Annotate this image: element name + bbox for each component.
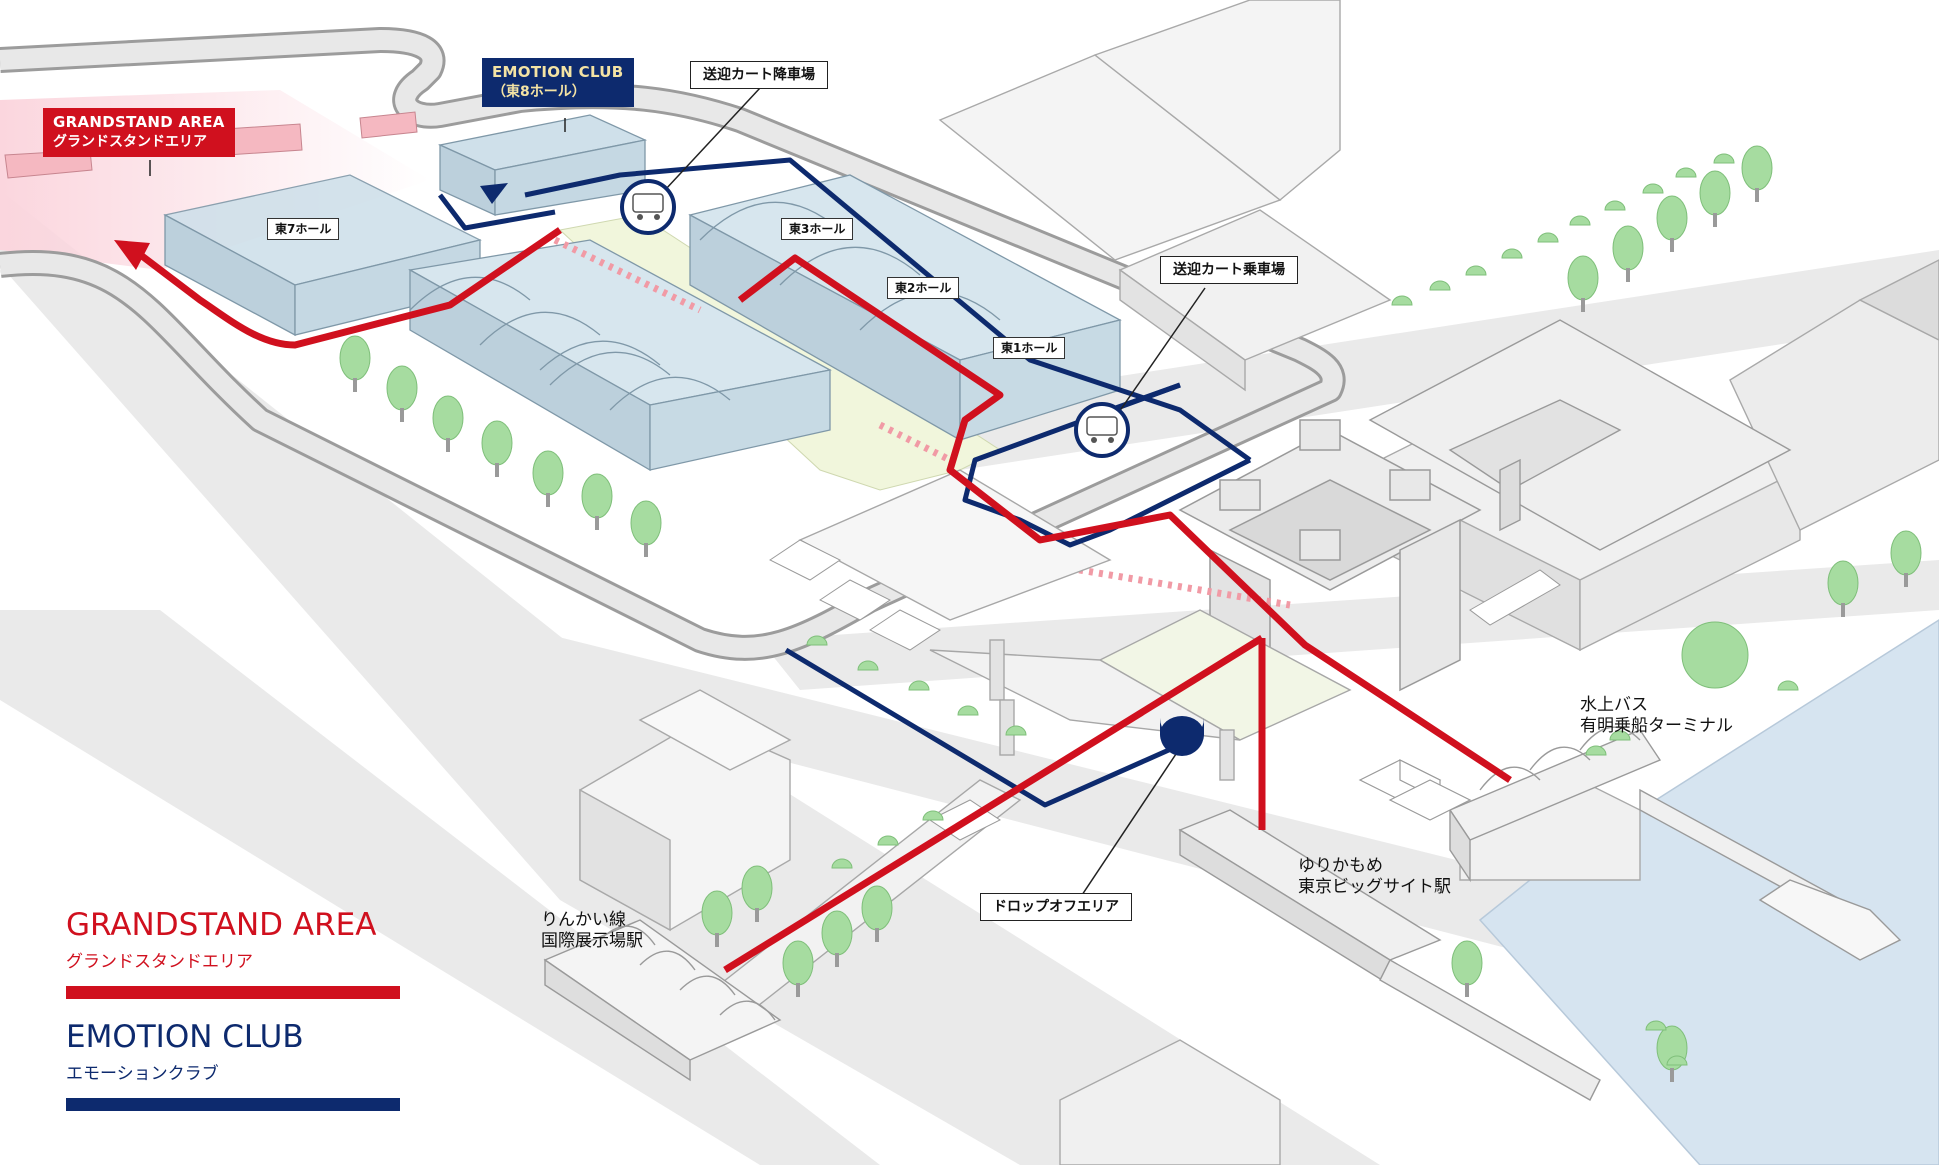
hall-east1-label: 東1ホール	[993, 337, 1066, 359]
yurikamome-station	[1178, 809, 1601, 1101]
walkway-dots	[553, 236, 1291, 609]
legend-emotion-bar	[66, 1098, 400, 1111]
golf-cart-icon	[620, 179, 676, 235]
grandstand-tag-en: GRANDSTAND AREA	[53, 113, 225, 131]
buses	[1358, 759, 1472, 821]
rinkai-label: りんかい線 国際展示場駅	[541, 910, 643, 952]
hall-east2-label: 東2ホール	[887, 277, 960, 299]
cart-pickup-label: 送迎カート乗車場	[1160, 256, 1298, 284]
water-bus-label: 水上バス 有明乗船ターミナル	[1580, 695, 1733, 737]
legend-grandstand-sub: グランドスタンドエリア	[66, 952, 253, 972]
hall-east7-label: 東7ホール	[267, 218, 340, 240]
hall-east3-label: 東3ホール	[781, 218, 854, 240]
legend-emotion-title: EMOTION CLUB	[66, 1019, 304, 1055]
emotion-tag: EMOTION CLUB （東8ホール）	[482, 58, 634, 107]
golf-cart-icon-pickup	[1074, 402, 1130, 458]
grandstand-route	[135, 227, 1512, 973]
emotion-arrowhead	[480, 183, 508, 204]
emotion-tag-en: EMOTION CLUB	[492, 63, 624, 81]
west-halls	[1368, 319, 1792, 551]
drop-off-label: ドロップオフエリア	[980, 893, 1132, 921]
grandstand-tag: GRANDSTAND AREA グランドスタンドエリア	[43, 108, 235, 157]
yurikamome-label: ゆりかもめ 東京ビッグサイト駅	[1298, 856, 1451, 898]
legend-emotion: EMOTION CLUB エモーションクラブ	[66, 1022, 400, 1111]
emotion-tag-ja: （東8ホール）	[492, 83, 586, 100]
race-circuit	[0, 27, 1346, 661]
bay-water	[1478, 619, 1939, 1165]
legend-emotion-sub: エモーションクラブ	[66, 1064, 219, 1084]
big-sight-building	[1178, 419, 1482, 702]
legend-grandstand-bar	[66, 986, 400, 999]
cart-drop-label: 送迎カート降車場	[690, 61, 828, 89]
water-bus-terminal	[1448, 726, 1902, 961]
callout-lines	[149, 87, 1206, 899]
grandstand-tag-ja: グランドスタンドエリア	[53, 133, 207, 150]
legend-grandstand-title: GRANDSTAND AREA	[66, 907, 377, 943]
rinkai-station	[543, 919, 782, 1082]
legend-grandstand: GRANDSTAND AREA グランドスタンドエリア	[66, 910, 400, 999]
grandstand-arrowhead	[114, 240, 150, 270]
roundabout-green	[1681, 621, 1749, 689]
